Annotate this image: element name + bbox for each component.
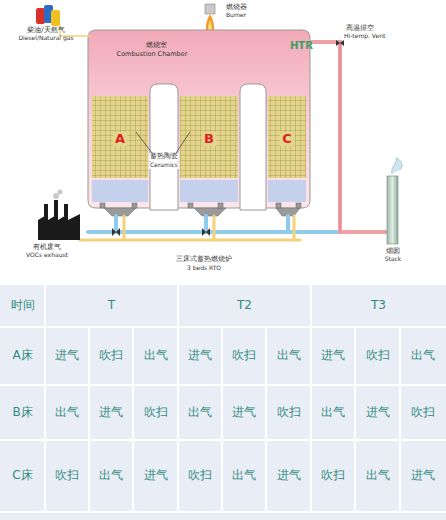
ceramics-label: Ceramics bbox=[149, 162, 179, 169]
bed-letter: C bbox=[280, 132, 294, 146]
table-cell: 进气 bbox=[188, 349, 212, 362]
table-cell: 进气 bbox=[277, 469, 301, 482]
table-cell: 进气 bbox=[144, 469, 168, 482]
burner-label: Burner bbox=[226, 12, 246, 19]
table-cell: 吹扫 bbox=[232, 349, 256, 362]
furnace-node: 燃烧室Combustion ChamberA B C bbox=[88, 30, 310, 208]
rto-label: 三床式蓄热燃烧炉 bbox=[176, 256, 232, 264]
ceramic-beds bbox=[92, 96, 306, 202]
table-cell: 出气 bbox=[321, 406, 345, 419]
pipes bbox=[60, 26, 386, 240]
table-cell: 吹扫 bbox=[277, 406, 301, 419]
table-cell: 吹扫 bbox=[144, 406, 168, 419]
stack bbox=[387, 158, 402, 244]
table-cell: 出气 bbox=[277, 349, 301, 362]
table-cell: 出气 bbox=[144, 349, 168, 362]
table-cell: 进气 bbox=[232, 406, 256, 419]
rto-label: 3 beds RTO bbox=[187, 265, 221, 272]
chamber-title: 燃烧室 bbox=[146, 42, 167, 50]
bed-node: A bbox=[92, 96, 148, 208]
table-cell: 吹扫 bbox=[188, 469, 212, 482]
table-header: T3 bbox=[371, 299, 386, 312]
row-header: A床 bbox=[12, 349, 32, 362]
stack-label: 烟囱 bbox=[386, 248, 400, 256]
table-cell: 出气 bbox=[366, 469, 390, 482]
table-header: T bbox=[108, 299, 115, 312]
table-cell: 进气 bbox=[411, 469, 435, 482]
fuel-barrels bbox=[36, 5, 60, 26]
bed-outlets bbox=[100, 203, 301, 216]
table-cell: 进气 bbox=[99, 406, 123, 419]
table-header: 时间 bbox=[11, 299, 35, 312]
leader-line bbox=[136, 132, 190, 153]
valves bbox=[112, 40, 344, 236]
factory-icon bbox=[38, 190, 80, 241]
furnace-body bbox=[88, 30, 310, 208]
row-header: B床 bbox=[12, 406, 32, 419]
table-header: T2 bbox=[237, 299, 252, 312]
logo-text: HTR bbox=[290, 40, 313, 51]
table-grid bbox=[0, 285, 446, 512]
table-ground bbox=[0, 285, 446, 520]
stack-label: Stack bbox=[385, 256, 402, 263]
chamber-subtitle: Combustion Chamber bbox=[117, 51, 188, 58]
table-cell: 出气 bbox=[411, 349, 435, 362]
vent-label: Hi-temp. Vent bbox=[344, 33, 385, 40]
bed-letter: A bbox=[113, 132, 127, 146]
fuel-label: 柴油/天然气 bbox=[27, 27, 64, 35]
table-cell: 吹扫 bbox=[99, 349, 123, 362]
bed-node: C bbox=[268, 96, 306, 208]
table-cell: 出气 bbox=[99, 469, 123, 482]
table-cell: 出气 bbox=[55, 406, 79, 419]
burner-label: 燃烧器 bbox=[226, 4, 247, 12]
table-cell: 吹扫 bbox=[366, 349, 390, 362]
ceramics-label: 蓄热陶瓷 bbox=[149, 153, 179, 161]
fuel-label: Diesel/Natural gas bbox=[18, 35, 73, 42]
table-cell: 进气 bbox=[321, 349, 345, 362]
table-cell: 吹扫 bbox=[411, 406, 435, 419]
table-cell: 出气 bbox=[188, 406, 212, 419]
table-cell: 进气 bbox=[366, 406, 390, 419]
row-header: C床 bbox=[12, 469, 32, 482]
table-cell: 进气 bbox=[55, 349, 79, 362]
bed-letter: B bbox=[202, 132, 216, 146]
bed-node: B bbox=[180, 96, 238, 208]
table-cell: 出气 bbox=[232, 469, 256, 482]
vent-label: 高温排空 bbox=[346, 25, 374, 33]
table-cell: 吹扫 bbox=[321, 469, 345, 482]
exhaust-label: VOCs exhaust bbox=[26, 252, 68, 259]
exhaust-label: 有机废气 bbox=[33, 244, 61, 252]
table-cell: 吹扫 bbox=[55, 469, 79, 482]
